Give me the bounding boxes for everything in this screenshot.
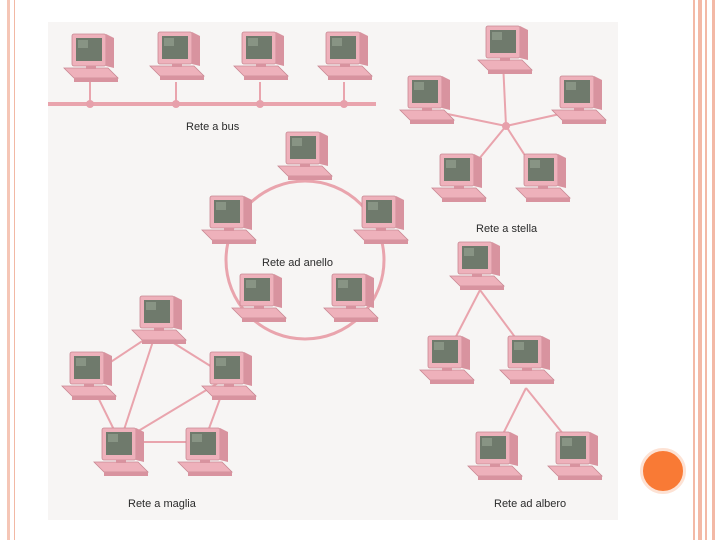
computer-icon: [419, 335, 475, 385]
computer-icon: [431, 153, 487, 203]
slide-frame-left: [0, 0, 15, 540]
computer-icon: [131, 295, 187, 345]
computer-icon: [277, 131, 333, 181]
computer-icon: [323, 273, 379, 323]
computer-icon: [547, 431, 603, 481]
computer-icon: [233, 31, 289, 81]
ring-topology: [224, 179, 386, 341]
computer-icon: [399, 75, 455, 125]
computer-icon: [317, 31, 373, 81]
computer-icon: [201, 195, 257, 245]
slide-accent-dot: [640, 448, 686, 494]
bus-label: Rete a bus: [186, 121, 240, 133]
tree-label: Rete ad albero: [494, 498, 567, 510]
computer-icon: [477, 25, 533, 75]
computer-icon: [467, 431, 523, 481]
ring-label: Rete ad anello: [262, 257, 333, 269]
computer-icon: [515, 153, 571, 203]
computer-icon: [353, 195, 409, 245]
computer-icon: [231, 273, 287, 323]
star-label: Rete a stella: [476, 223, 538, 235]
computer-icon: [449, 241, 505, 291]
computer-icon: [499, 335, 555, 385]
computer-icon: [177, 427, 233, 477]
computer-icon: [149, 31, 205, 81]
computer-icon: [93, 427, 149, 477]
computer-icon: [551, 75, 607, 125]
topology-illustration: [48, 25, 607, 481]
bus-topology: [48, 82, 376, 106]
network-topologies-diagram: Rete a bus Rete a stella Rete ad anello …: [48, 22, 618, 520]
mesh-label: Rete a maglia: [128, 498, 196, 510]
slide-frame-right: [690, 0, 720, 540]
computer-icon: [201, 351, 257, 401]
computer-icon: [63, 33, 119, 83]
computer-icon: [61, 351, 117, 401]
